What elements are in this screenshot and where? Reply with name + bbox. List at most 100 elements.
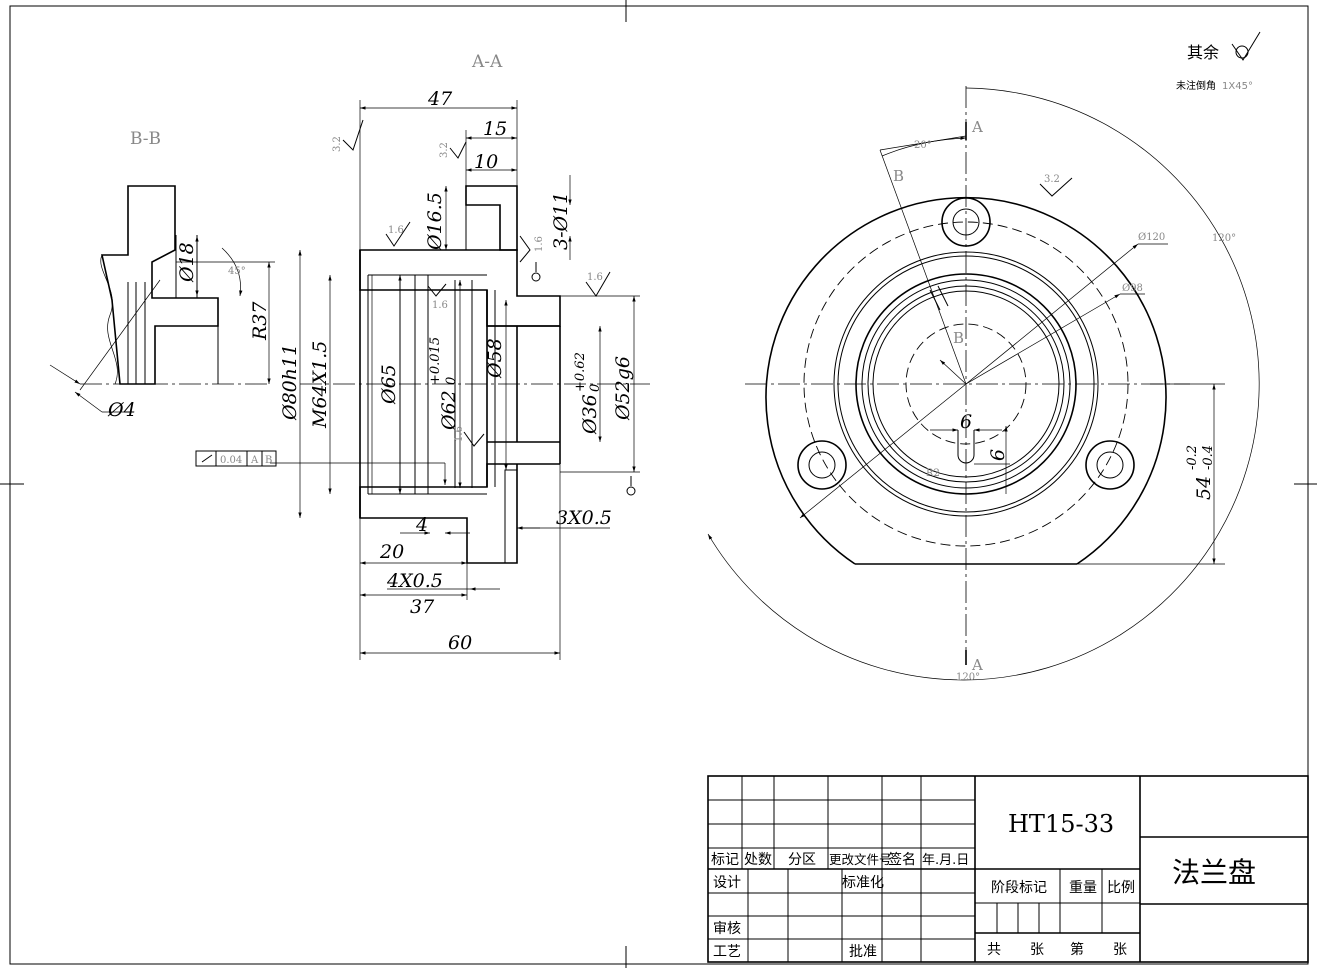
label-sheets-1: 张 [1030,942,1044,958]
section-label-b-mid: B [953,329,964,347]
dim-dia-65: Ø65 [378,364,400,405]
section-label-a-top: A [971,118,983,136]
label-weight: 重量 [1069,880,1097,896]
roughness-icon: 1.6 [454,426,485,447]
hdr-mark: 标记 [711,852,739,868]
hdr-zone: 分区 [788,852,816,868]
section-label-a-bottom: A [971,656,983,674]
dim-dia-80-h11: Ø80h11 [279,344,301,421]
dim-dia-36-tol-upper: +0.62 [573,352,588,392]
dim-3-holes-dia-11: 3-Ø11 [550,192,572,250]
tolerance-value: 0.04 [220,455,242,466]
section-a-a-view: A-A [195,52,650,660]
hdr-date: 年.月.日 [922,853,969,868]
dim-dia-62: Ø62 [438,390,460,431]
svg-text:3.2: 3.2 [1044,174,1060,185]
section-label-b-top: B [893,167,904,185]
hdr-change-doc: 更改文件号 [829,852,892,867]
angle-120-bottom: 120° [956,672,980,683]
section-b-b-view: B-B Ø18 R37 Ø4 45° [49,129,275,421]
dim-60: 60 [448,632,472,654]
drawing-number: HT15-33 [1008,810,1114,838]
dim-37: 37 [410,596,435,618]
dim-dia-36: Ø36 [579,394,601,435]
label-sheets-2: 张 [1113,942,1127,958]
svg-text:1.6: 1.6 [587,272,603,283]
general-notes: 其余 未注倒角 1X45° [1176,31,1261,92]
label-approve: 批准 [849,944,877,960]
svg-text:1.6: 1.6 [454,426,465,442]
roughness-not-machined-icon [1231,31,1261,61]
dim-54-tol-upper: -0.2 [1185,445,1200,470]
dim-dia-62-tol-lower: 0 [444,377,459,385]
angle-20: 20° [914,140,932,151]
roughness-icon: 1.6 [385,221,411,247]
roughness-rest-label: 其余 [1187,43,1219,62]
dim-dia-120: Ø120 [1138,232,1165,243]
chamfer-note-value: 1X45° [1222,81,1253,92]
dim-dia-4: Ø4 [107,399,136,421]
roughness-icon: 1.6 [427,283,448,311]
svg-text:3.2: 3.2 [332,136,343,152]
dim-slot-depth-6: 6 [987,449,1009,461]
chamfer-note-label: 未注倒角 [1176,79,1216,92]
roughness-icon: 3.2 [439,141,467,159]
front-view: 3.2 20° 120° 120° Ø120 Ø98 6 6 R2 54 -0.… [707,86,1260,683]
svg-text:3.2: 3.2 [439,142,450,158]
dim-thread-m64: M64X1.5 [309,341,331,429]
dim-54-tol-lower: -0.4 [1201,445,1216,470]
dim-r-37: R37 [249,301,271,341]
hdr-count: 处数 [744,852,772,868]
dim-10: 10 [474,151,498,173]
hdr-sign: 签名 [888,851,916,868]
dim-dia-18: Ø18 [176,242,198,283]
label-stage-mark: 阶段标记 [991,880,1047,896]
angle-120-top: 120° [1212,233,1236,244]
label-design: 设计 [713,875,741,891]
dim-slot-width-6: 6 [960,411,972,433]
dim-dia-62-tol-upper: +0.015 [428,337,443,385]
roughness-icon: 1.6 [585,271,611,297]
dim-dia-98: Ø98 [1122,283,1143,294]
svg-text:1.6: 1.6 [534,236,545,252]
roughness-icon: 1.6 [519,235,545,263]
dim-dia-52-g6: Ø52g6 [612,356,634,421]
tolerance-datum-a: A [250,455,259,466]
section-a-a-label: A-A [471,52,503,72]
svg-text:1.6: 1.6 [432,300,448,311]
label-review: 审核 [713,921,741,937]
dim-angle-45: 45° [228,266,246,277]
section-b-b-label: B-B [130,129,161,149]
dim-dia-58: Ø58 [484,338,506,379]
label-total: 共 [987,942,1001,958]
dim-dia-36-tol-lower: 0 [588,384,603,392]
bolt-hole [941,197,991,247]
dim-47: 47 [427,88,453,110]
label-scale: 比例 [1107,880,1135,896]
dim-dia-16-5: Ø16.5 [424,192,446,251]
dimension-lines-aa [270,100,640,660]
dim-3x0-5: 3X0.5 [556,507,612,529]
runout-arrow-icon [201,454,213,463]
roughness-icon: 3.2 [1039,174,1073,197]
datum-b-icon [626,476,636,496]
dim-4: 4 [415,514,428,536]
label-standardize: 标准化 [842,875,884,891]
runout-tolerance-frame: 0.04 A B [195,450,277,467]
svg-text:1.6: 1.6 [388,225,404,236]
label-sheet-no: 第 [1070,941,1084,958]
part-name: 法兰盘 [1172,856,1256,889]
dim-20: 20 [379,541,404,563]
dim-4x0-5: 4X0.5 [386,570,443,592]
label-process: 工艺 [713,944,741,960]
bolt-hole [1085,440,1135,490]
dim-r2: R2 [926,468,940,479]
datum-a-icon [531,262,541,282]
title-block: HT15-33 法兰盘 标记 处数 分区 更改文件号 签名 年.月.日 设计 标… [707,775,1309,963]
dim-15: 15 [483,118,507,140]
dim-54: 54 [1193,476,1215,500]
bolt-hole [797,440,847,490]
roughness-icon: 3.2 [332,119,364,152]
